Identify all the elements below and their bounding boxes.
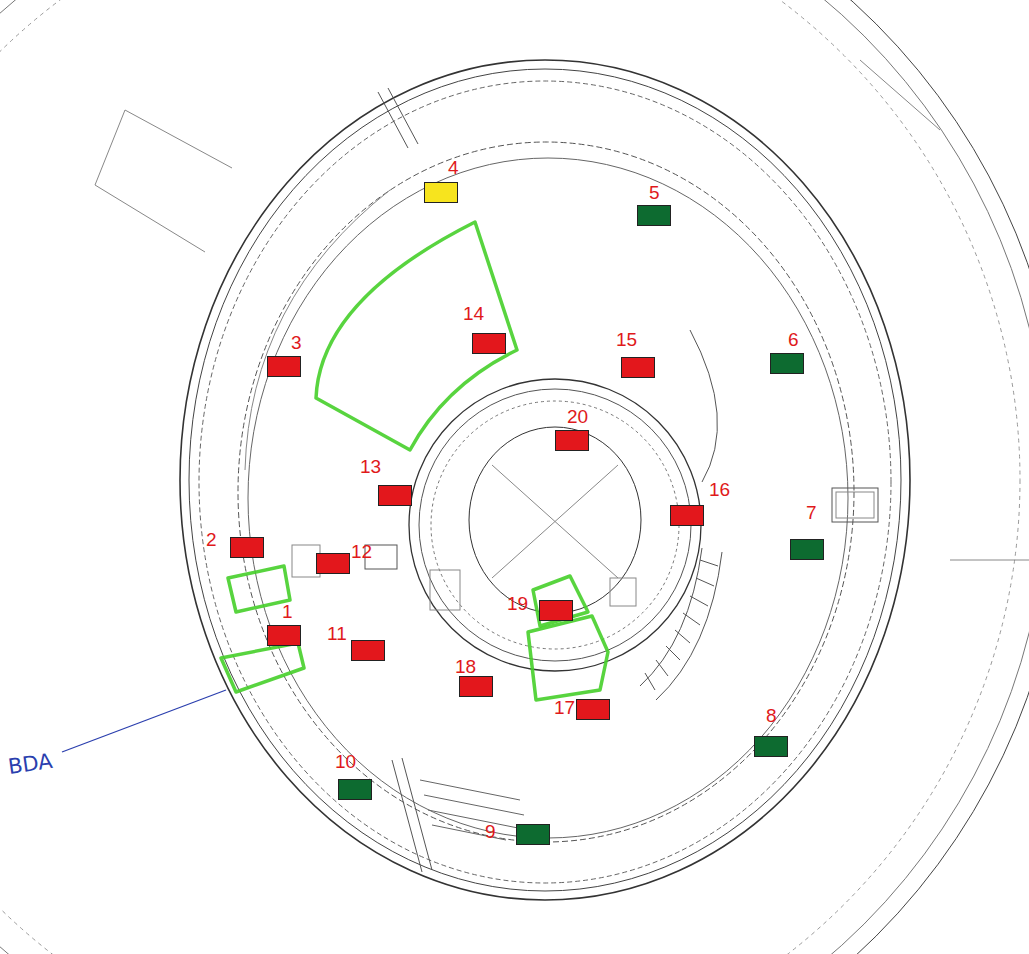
stairs <box>640 548 722 700</box>
marker-box: 14 <box>472 333 506 354</box>
wall <box>125 110 232 168</box>
marker-box: 19 <box>539 600 573 621</box>
marker-box: 12 <box>316 553 350 574</box>
marker-box: 13 <box>378 485 412 506</box>
wall <box>690 330 717 482</box>
callout-number: 14 <box>463 304 484 324</box>
callout-number: 12 <box>351 542 372 562</box>
marker-box: 11 <box>351 640 385 661</box>
seat-rows <box>420 780 528 840</box>
callout-number: 17 <box>554 698 575 718</box>
callout-number: 1 <box>282 602 293 622</box>
field-ellipse <box>469 427 641 613</box>
highlight-zone <box>221 643 304 692</box>
wall <box>95 110 125 185</box>
highlight-zone <box>528 616 608 700</box>
highlight-zone <box>228 566 290 612</box>
bowl-ring <box>409 379 701 671</box>
wall <box>378 92 408 148</box>
callout-number: 18 <box>455 657 476 677</box>
building-wall <box>189 69 901 891</box>
callout-number: 15 <box>616 330 637 350</box>
marker-box: 4 <box>424 182 458 203</box>
callout-number: 6 <box>788 330 799 350</box>
room <box>430 570 460 610</box>
marker-box: 7 <box>790 539 824 560</box>
marker-box: 3 <box>267 356 301 377</box>
marker-box: 16 <box>670 505 704 526</box>
callout-number: 11 <box>327 624 347 644</box>
callout-number: 20 <box>567 407 588 427</box>
wall <box>950 560 1029 561</box>
callout-number: 13 <box>360 457 381 477</box>
wall <box>836 492 874 518</box>
callout-number: 5 <box>649 183 660 203</box>
callout-number: 19 <box>507 594 528 614</box>
seating-ring <box>431 401 679 649</box>
callout-number: 8 <box>766 706 777 726</box>
marker-box: 20 <box>555 430 589 451</box>
annotation-label: BDA <box>7 749 54 779</box>
marker-box: 9 <box>516 824 550 845</box>
wall <box>860 60 940 130</box>
concourse-ring <box>248 158 848 838</box>
marker-box: 17 <box>576 699 610 720</box>
marker-box: 2 <box>230 537 264 558</box>
callout-number: 7 <box>806 503 817 523</box>
wall <box>95 185 205 252</box>
marker-box: 10 <box>338 779 372 800</box>
callout-number: 2 <box>206 530 217 550</box>
marker-box: 5 <box>637 205 671 226</box>
concourse-ring <box>238 142 854 842</box>
marker-box: 6 <box>770 353 804 374</box>
wall <box>388 88 418 144</box>
callout-number: 4 <box>448 158 459 178</box>
marker-box: 1 <box>267 625 301 646</box>
highlight-zone <box>316 222 517 450</box>
room <box>610 578 636 606</box>
building-wall <box>199 81 891 883</box>
field-line <box>492 465 618 578</box>
callout-number: 16 <box>709 480 730 500</box>
wall <box>402 758 432 870</box>
callout-number: 10 <box>335 752 356 772</box>
callout-number: 3 <box>291 333 302 353</box>
wall <box>832 488 878 522</box>
callout-number: 9 <box>485 822 496 842</box>
leader-line <box>62 690 226 752</box>
marker-box: 8 <box>754 736 788 757</box>
marker-box: 15 <box>621 357 655 378</box>
building-wall <box>180 60 910 900</box>
field-line <box>492 465 618 578</box>
bowl-ring <box>419 389 691 661</box>
marker-box: 18 <box>459 676 493 697</box>
